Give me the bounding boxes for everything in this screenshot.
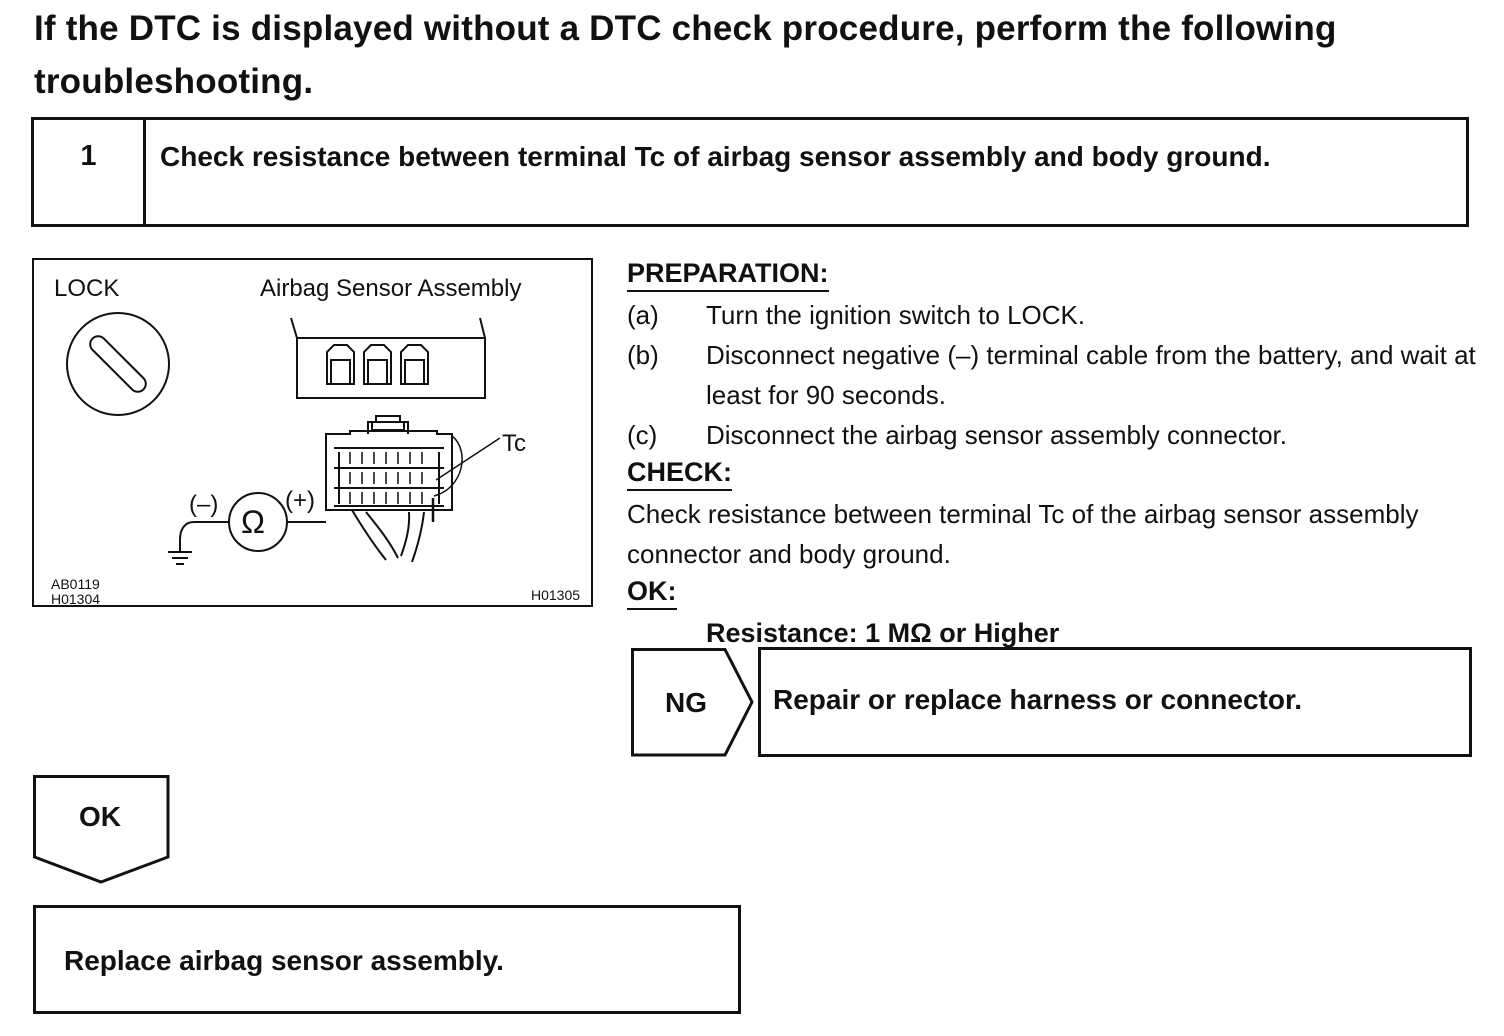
step-text: Disconnect the airbag sensor assembly co… <box>706 420 1287 450</box>
check-text: Check resistance between terminal Tc of … <box>627 499 1419 569</box>
ignition-lock-icon <box>66 312 170 416</box>
ok-action-text: Replace airbag sensor assembly. <box>64 945 504 976</box>
key-slot-icon <box>89 335 147 393</box>
ok-action-box: Replace airbag sensor assembly. <box>33 905 741 1014</box>
positive-probe-label: (+) <box>285 487 315 514</box>
step-title: Check resistance between terminal Tc of … <box>160 141 1271 172</box>
terminal-tc-label: Tc <box>502 430 526 457</box>
check-title: CHECK: <box>627 455 732 491</box>
connector-diagram <box>66 312 501 565</box>
step-label: (c) <box>627 420 658 450</box>
lock-label: LOCK <box>54 275 120 302</box>
instructions: PREPARATION: (a) Turn the ignition switc… <box>627 256 1477 653</box>
step-header: 1 Check resistance between terminal Tc o… <box>31 117 1469 227</box>
ohm-symbol: Ω <box>241 504 265 540</box>
preparation-step: (a) Turn the ignition switch to LOCK. <box>627 295 1477 335</box>
ng-label: NG <box>665 687 707 718</box>
resistance-spec: Resistance: 1 MΩ or Higher <box>706 618 1060 648</box>
ok-title: OK: <box>627 574 677 610</box>
negative-probe-label: (–) <box>189 491 219 518</box>
page-heading: If the DTC is displayed without a DTC ch… <box>34 9 1337 101</box>
step-number: 1 <box>34 120 146 224</box>
ng-arrow-tab <box>631 648 754 757</box>
figure-code-h01305: H01305 <box>531 587 581 603</box>
step-label: (a) <box>627 300 659 330</box>
figure-code-h01304: H01304 <box>51 591 101 607</box>
ok-arrow-tab <box>33 775 170 884</box>
sensor-assembly-label: Airbag Sensor Assembly <box>260 275 522 302</box>
ok-label: OK <box>79 801 121 832</box>
figure-code-ab0119: AB0119 <box>51 576 100 592</box>
preparation-step: (c) Disconnect the airbag sensor assembl… <box>627 415 1477 455</box>
preparation-step: (b) Disconnect negative (–) terminal cab… <box>627 335 1477 415</box>
ng-action-box: Repair or replace harness or connector. <box>758 647 1472 757</box>
step-label: (b) <box>627 340 659 370</box>
wiring-figure: LOCK Airbag Sensor Assembly Tc (–) (+) Ω… <box>32 258 593 607</box>
preparation-title: PREPARATION: <box>627 256 829 292</box>
step-text: Disconnect negative (–) terminal cable f… <box>706 340 1476 410</box>
step-text: Turn the ignition switch to LOCK. <box>706 300 1086 330</box>
ng-action-text: Repair or replace harness or connector. <box>773 684 1303 715</box>
